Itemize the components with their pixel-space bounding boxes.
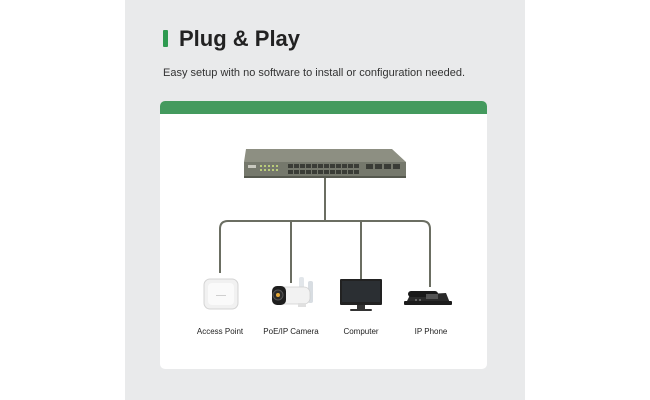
card-header-bar xyxy=(160,101,487,114)
computer-icon xyxy=(340,279,382,311)
device-label-access-point: Access Point xyxy=(196,327,244,336)
device-label-camera: PoE/IP Camera xyxy=(263,327,319,336)
page-title: Plug & Play xyxy=(179,26,301,51)
title-accent-bar xyxy=(163,30,168,47)
device-label-computer: Computer xyxy=(343,327,379,336)
diagram-card: Access Point PoE/IP Camera Computer IP P… xyxy=(160,101,487,369)
camera-icon xyxy=(272,277,313,307)
network-diagram xyxy=(203,149,452,311)
switch-icon xyxy=(244,149,406,178)
access-point-icon xyxy=(203,278,239,310)
ip-phone-icon xyxy=(404,291,452,305)
device-label-ip-phone: IP Phone xyxy=(414,327,448,336)
network-cables xyxy=(219,178,431,287)
page-subtitle: Easy setup with no software to install o… xyxy=(163,67,466,79)
